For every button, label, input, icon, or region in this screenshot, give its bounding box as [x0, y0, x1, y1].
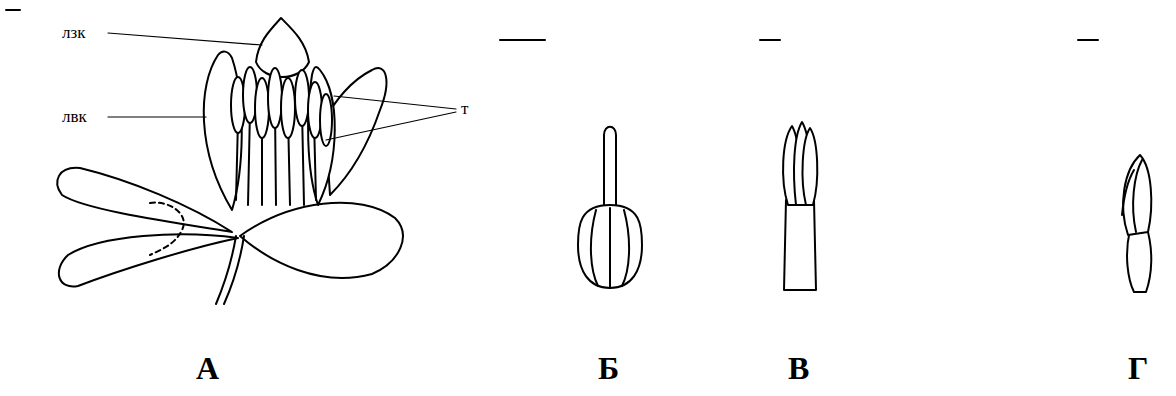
part-label: лзк [62, 24, 85, 41]
leader-lines [108, 33, 456, 140]
part-label: т [461, 100, 468, 117]
figure-letter: Г [1128, 352, 1148, 384]
scale-bar [500, 39, 545, 41]
figure-letter: А [196, 352, 219, 384]
scale-bar [1078, 39, 1098, 41]
part-label: лвк [62, 108, 87, 125]
scale-bar [760, 39, 780, 41]
scale-bar [6, 9, 20, 11]
flower-drawing [57, 18, 403, 304]
figure-letter: Б [598, 352, 619, 384]
stamen-drawing [783, 122, 817, 290]
figure-letter: В [788, 352, 809, 384]
pistil-drawing [578, 127, 642, 288]
stamen-drawing [1122, 155, 1151, 292]
